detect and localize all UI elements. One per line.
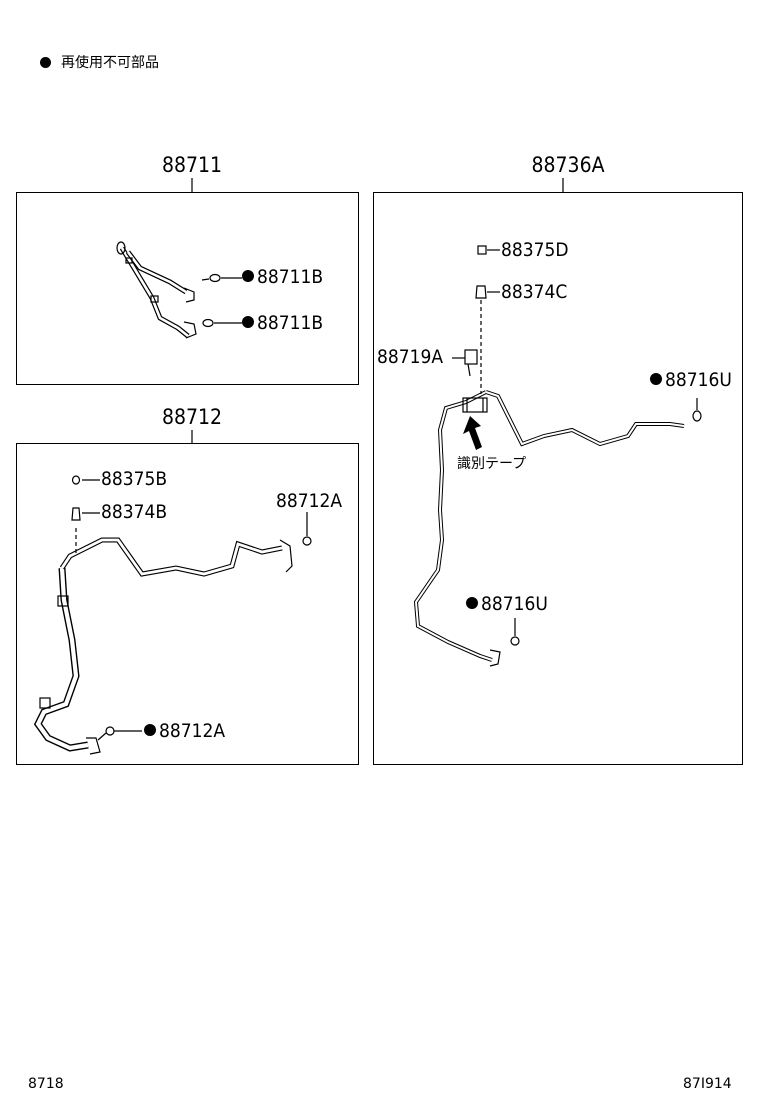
panel-88736a bbox=[373, 192, 743, 765]
non-reusable-dot-icon bbox=[242, 270, 254, 282]
label-88711b-1: 88711B bbox=[242, 268, 323, 287]
label-88375b: 88375B bbox=[101, 468, 168, 490]
non-reusable-dot-icon bbox=[466, 597, 478, 609]
non-reusable-dot-icon bbox=[144, 724, 156, 736]
legend: 再使用不可部品 bbox=[40, 52, 159, 72]
label-88719a: 88719A bbox=[377, 346, 444, 368]
label-88374b: 88374B bbox=[101, 501, 168, 523]
non-reusable-dot-icon bbox=[40, 56, 51, 68]
label-88711b-2: 88711B bbox=[242, 314, 323, 333]
footer-right-code: 87I914 bbox=[683, 1076, 732, 1092]
group-title-88711: 88711 bbox=[161, 153, 223, 177]
identification-tape-note: 識別テープ bbox=[457, 456, 527, 472]
tape-arrow bbox=[463, 416, 482, 450]
group-title-88736a: 88736A bbox=[531, 153, 605, 177]
panel-88712 bbox=[16, 443, 359, 765]
label-88375d: 88375D bbox=[501, 239, 569, 261]
non-reusable-dot-icon bbox=[650, 373, 662, 385]
legend-text: 再使用不可部品 bbox=[61, 55, 159, 71]
label-88374c: 88374C bbox=[501, 281, 568, 303]
label-88712a-top: 88712A bbox=[276, 490, 343, 512]
panel-88711 bbox=[16, 192, 359, 385]
non-reusable-dot-icon bbox=[242, 316, 254, 328]
label-88716u-top: 88716U bbox=[650, 371, 732, 390]
label-88712a-bottom: 88712A bbox=[144, 722, 225, 741]
footer-left-code: 8718 bbox=[28, 1076, 64, 1092]
label-88716u-bottom: 88716U bbox=[466, 595, 548, 614]
group-title-88712: 88712 bbox=[161, 405, 223, 429]
